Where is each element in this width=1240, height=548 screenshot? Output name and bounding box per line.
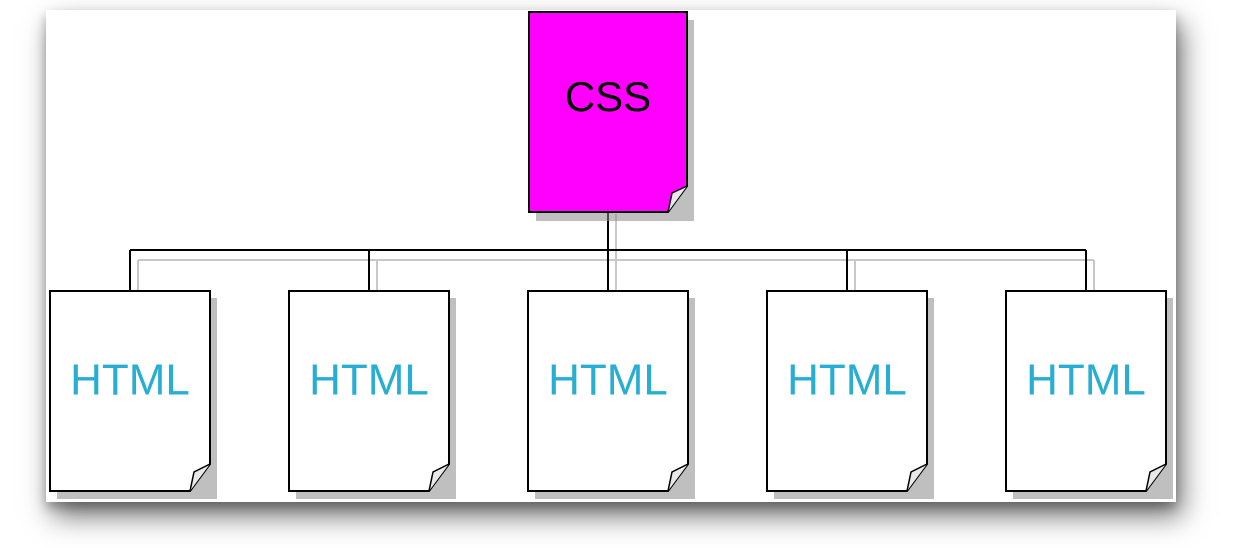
child-label: HTML bbox=[787, 356, 907, 405]
child-label: HTML bbox=[548, 356, 668, 405]
connectors bbox=[129, 212, 1095, 298]
child-document: HTML bbox=[49, 290, 217, 499]
child-label: HTML bbox=[1026, 356, 1146, 405]
child-document: HTML bbox=[527, 290, 695, 499]
child-document: HTML bbox=[288, 290, 456, 499]
child-document: HTML bbox=[1005, 290, 1173, 499]
child-label: HTML bbox=[70, 356, 190, 405]
page-curl-icon bbox=[667, 463, 689, 492]
page-curl-icon bbox=[428, 463, 450, 492]
root-document: CSS bbox=[528, 11, 694, 221]
page-curl-icon bbox=[189, 463, 211, 492]
page-curl-icon bbox=[667, 185, 688, 213]
page-curl-icon bbox=[1145, 463, 1167, 492]
page-curl-icon bbox=[906, 463, 928, 492]
child-document: HTML bbox=[766, 290, 934, 499]
child-documents: HTML HTML HTML HTML bbox=[49, 290, 1173, 499]
connector-shadow bbox=[137, 214, 1095, 298]
root-label: CSS bbox=[565, 73, 651, 120]
connector-lines bbox=[129, 212, 1087, 291]
child-label: HTML bbox=[309, 356, 429, 405]
